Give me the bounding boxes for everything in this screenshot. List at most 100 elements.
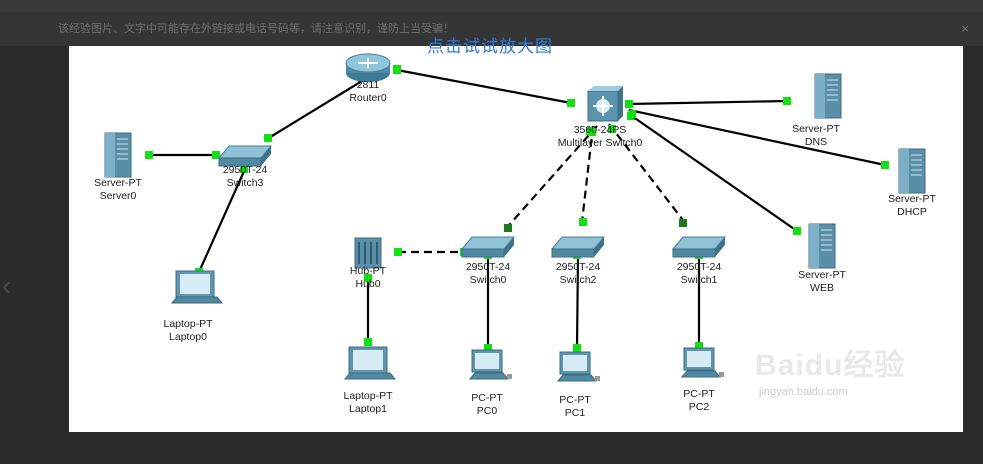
- zoom-hint-text: 点击试试放大图: [427, 37, 553, 56]
- device-type-label: 2950T-24: [677, 261, 722, 273]
- cable-mls0-dns[interactable]: [628, 99, 788, 106]
- device-name-label: Server0: [100, 190, 137, 202]
- device-name-label: Router0: [349, 92, 387, 104]
- pc-icon: [468, 349, 512, 380]
- device-name-label: Switch0: [470, 274, 507, 286]
- device-name-label: Laptop1: [349, 403, 387, 415]
- top-bar: [0, 0, 983, 12]
- device-type-label: Server-PT: [798, 269, 846, 281]
- device-type-label: Laptop-PT: [343, 390, 393, 402]
- baidu-watermark: Baidu经验 jingyan.baidu.com: [755, 340, 955, 412]
- device-name-label: PC1: [565, 407, 586, 419]
- server-icon: [104, 132, 132, 178]
- link-light: [212, 151, 220, 159]
- laptop-icon: [343, 346, 397, 380]
- link-light: [793, 227, 801, 235]
- link-light: [364, 274, 372, 282]
- zoom-hint[interactable]: 点击试试放大图: [427, 32, 553, 57]
- switch-icon: [671, 236, 727, 258]
- watermark-brand: Baidu经验: [755, 349, 906, 382]
- device-type-label: 2950T-24: [466, 261, 511, 273]
- hub-icon: [354, 237, 382, 269]
- link-light: [679, 219, 687, 227]
- device-type-label: PC-PT: [471, 392, 503, 404]
- link-light: [628, 110, 636, 118]
- device-name-label: Switch2: [560, 274, 597, 286]
- router-icon: [345, 53, 391, 82]
- device-name-label: DNS: [805, 136, 827, 148]
- cable-mls0-dhcp[interactable]: [628, 108, 886, 167]
- watermark-url: jingyan.baidu.com: [759, 386, 848, 398]
- device-name-label: Switch3: [227, 177, 264, 189]
- device-name-label: Laptop0: [169, 331, 207, 343]
- prev-arrow-icon[interactable]: ‹: [2, 270, 12, 301]
- cable-mls0-switch1[interactable]: [608, 123, 687, 225]
- close-icon[interactable]: ×: [961, 21, 969, 36]
- device-name-label: PC2: [689, 401, 710, 413]
- device-type-label: 3560-24PS: [574, 124, 627, 136]
- cable-mls0-switch0[interactable]: [501, 125, 598, 234]
- cable-mls0-web[interactable]: [628, 113, 798, 232]
- link-light: [573, 344, 581, 352]
- links-layer: [145, 65, 889, 352]
- switch-icon: [217, 145, 273, 167]
- link-light: [394, 248, 402, 256]
- link-light: [695, 342, 703, 350]
- device-type-label: PC-PT: [683, 388, 715, 400]
- link-light: [579, 218, 587, 226]
- link-light: [240, 165, 248, 173]
- notice-banner: 该经验图片、文字中可能存在外链接或电话号码等，请注意识别，谨防上当受骗！ ×: [0, 12, 983, 46]
- device-type-label: Server-PT: [94, 177, 142, 189]
- device-type-label: 2950T-24: [223, 164, 268, 176]
- device-name-label: DHCP: [897, 206, 927, 218]
- device-type-label: Laptop-PT: [163, 318, 213, 330]
- multilayer-switch-icon: [587, 86, 623, 122]
- device-type-label: 2811: [357, 79, 380, 91]
- server-icon: [898, 148, 926, 194]
- device-type-label: Server-PT: [792, 123, 840, 135]
- link-light: [608, 125, 616, 133]
- pc-icon: [556, 351, 600, 382]
- server-icon: [814, 73, 842, 119]
- switch-icon: [550, 236, 606, 258]
- cable-switch2-pc1[interactable]: [575, 253, 580, 349]
- device-name-label: Switch1: [681, 274, 718, 286]
- cable-mls0-switch2[interactable]: [580, 125, 595, 223]
- link-light: [586, 127, 594, 135]
- device-name-label: Hub0: [355, 278, 380, 290]
- link-light: [145, 151, 153, 159]
- device-type-label: 2950T-24: [556, 261, 601, 273]
- link-light: [881, 161, 889, 169]
- cable-switch3-laptop0[interactable]: [197, 168, 247, 273]
- link-light: [393, 66, 401, 74]
- cable-router0-mls0[interactable]: [396, 68, 572, 105]
- switch-icon: [460, 236, 516, 258]
- device-name-label: WEB: [810, 282, 834, 294]
- device-name-label: Multilayer Switch0: [558, 137, 643, 149]
- link-light: [783, 97, 791, 105]
- link-light: [504, 224, 512, 232]
- server-icon: [808, 223, 836, 269]
- device-type-label: Hub-PT: [350, 265, 387, 277]
- notice-text: 该经验图片、文字中可能存在外链接或电话号码等，请注意识别，谨防上当受骗！: [58, 23, 454, 35]
- link-light: [484, 344, 492, 352]
